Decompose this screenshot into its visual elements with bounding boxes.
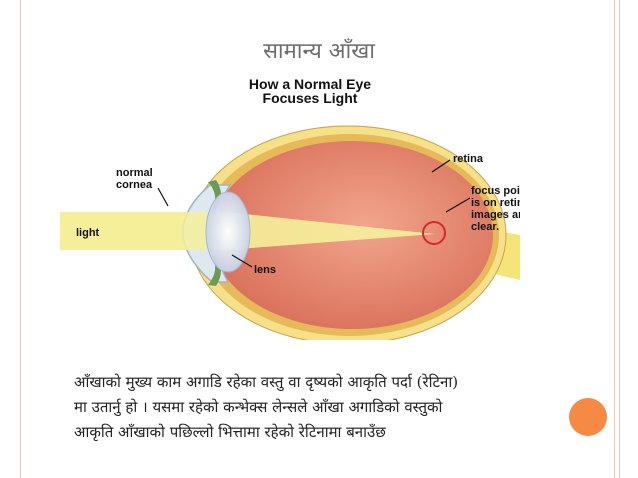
label-focus-line3: images are	[471, 209, 520, 221]
cornea-pointer	[157, 187, 169, 207]
body-text: आँखाको मुख्य काम अगाडि रहेका वस्तु वा दृ…	[74, 370, 554, 445]
frame-line-left	[20, 0, 21, 478]
frame-line-right	[614, 0, 615, 478]
label-focus-line2: is on retina	[471, 197, 520, 209]
body-line-1: आँखाको मुख्य काम अगाडि रहेका वस्तु वा दृ…	[74, 373, 459, 391]
diagram-title-line1: How a Normal Eye	[249, 76, 371, 92]
retina-pointer	[431, 159, 451, 173]
focus-circle	[422, 221, 446, 245]
label-retina: retina	[453, 153, 484, 165]
label-light: light	[76, 227, 100, 239]
diagram-title-line2: Focuses Light	[263, 90, 358, 106]
eye-diagram: How a Normal Eye Focuses Light normal co…	[60, 76, 520, 340]
slide-title: सामान्य आँखा	[263, 39, 375, 64]
lens-pointer	[231, 254, 253, 268]
label-cornea-line1: normal	[116, 167, 153, 179]
accent-circle	[569, 398, 607, 436]
focus-pointer	[445, 197, 471, 213]
frame-line-right-inner	[619, 0, 620, 478]
body-line-2: मा उतार्नु हो । यसमा रहेको कन्भेक्स लेन्…	[74, 398, 443, 416]
lens	[205, 191, 251, 273]
label-focus-line4: clear.	[471, 221, 499, 233]
label-cornea-line2: cornea	[116, 179, 153, 191]
label-focus-line1: focus point	[471, 185, 520, 197]
light-cone	[225, 212, 435, 250]
label-lens: lens	[254, 264, 276, 276]
body-line-3: आकृति आँखाको पछिल्लो भित्तामा रहेको रेटि…	[74, 423, 386, 441]
